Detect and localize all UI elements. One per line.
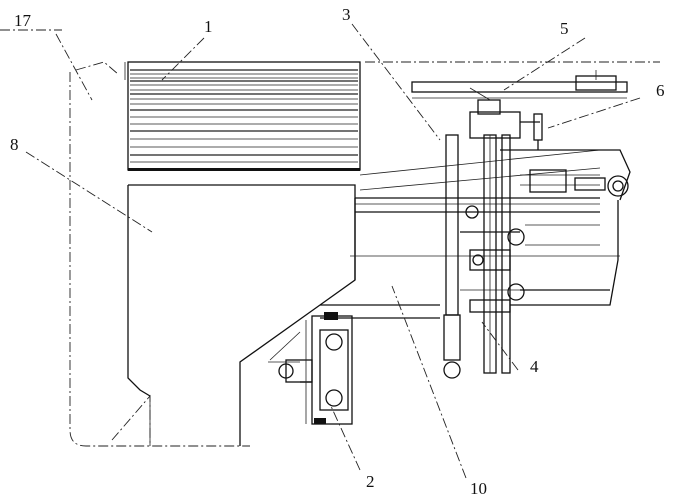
label-3: 3 (342, 5, 351, 24)
label-2: 2 (366, 472, 375, 491)
body-housing (127, 184, 356, 446)
upper-block (127, 61, 361, 171)
main-frame (69, 61, 660, 447)
label-6: 6 (656, 81, 665, 100)
label-10: 10 (470, 479, 487, 498)
label-5: 5 (560, 19, 569, 38)
rail-assembly (465, 149, 631, 301)
reference-labels: 17 1 3 5 6 8 4 2 10 (10, 5, 665, 498)
label-17: 17 (14, 11, 32, 30)
vertical-columns (443, 134, 520, 379)
carriage-head (469, 99, 543, 150)
label-4: 4 (530, 357, 539, 376)
leader-lines (0, 23, 641, 479)
label-1: 1 (204, 17, 213, 36)
label-8: 8 (10, 135, 19, 154)
drive-mechanism (278, 312, 353, 425)
top-guide-bar (411, 70, 628, 101)
